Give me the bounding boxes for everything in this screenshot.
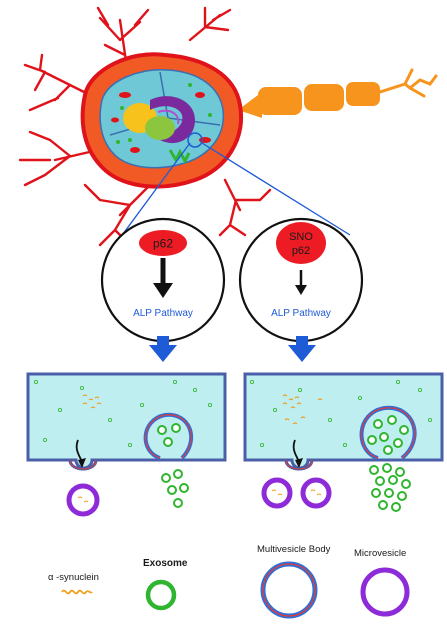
left-cell (26, 372, 227, 471)
sno-p62-label: p62 (292, 245, 310, 257)
legend-synuclein-label: α -synuclein (48, 572, 99, 583)
legend: α -synuclein Exosome Multivesicle Body M… (48, 544, 410, 619)
right-exosomes (369, 463, 411, 512)
zoom-line-right (201, 142, 351, 236)
right-pathway-panel: SNO p62 ALP Pathway (238, 217, 364, 343)
nucleolus (145, 116, 175, 140)
legend-exosome-label: Exosome (143, 558, 188, 569)
p62-label: p62 (153, 237, 173, 251)
right-pathway-label: ALP Pathway (271, 308, 331, 319)
left-pathway-panel: p62 ALP Pathway (100, 217, 226, 343)
blue-arrow-right (288, 336, 316, 362)
exosome-icon (145, 579, 177, 611)
sno-p62-oval (276, 222, 326, 264)
synuclein-icon (61, 589, 93, 595)
right-cell (243, 372, 444, 471)
right-microvesicles (261, 477, 332, 509)
left-microvesicle (66, 483, 100, 517)
legend-microvesicle-label: Microvesicle (354, 548, 406, 559)
axon (238, 68, 438, 118)
sno-label: SNO (289, 231, 313, 243)
left-exosomes (161, 469, 189, 508)
zoom-marker (187, 132, 203, 148)
dendrites (18, 6, 272, 247)
legend-mvb-label: Multivesicle Body (257, 544, 331, 555)
blue-arrow-left (149, 336, 177, 362)
golgi (150, 96, 195, 144)
zoom-line-left (119, 142, 191, 239)
neuron (18, 6, 438, 247)
p62-oval (139, 230, 187, 256)
microvesicle-icon (360, 567, 410, 617)
left-pathway-label: ALP Pathway (133, 308, 193, 319)
